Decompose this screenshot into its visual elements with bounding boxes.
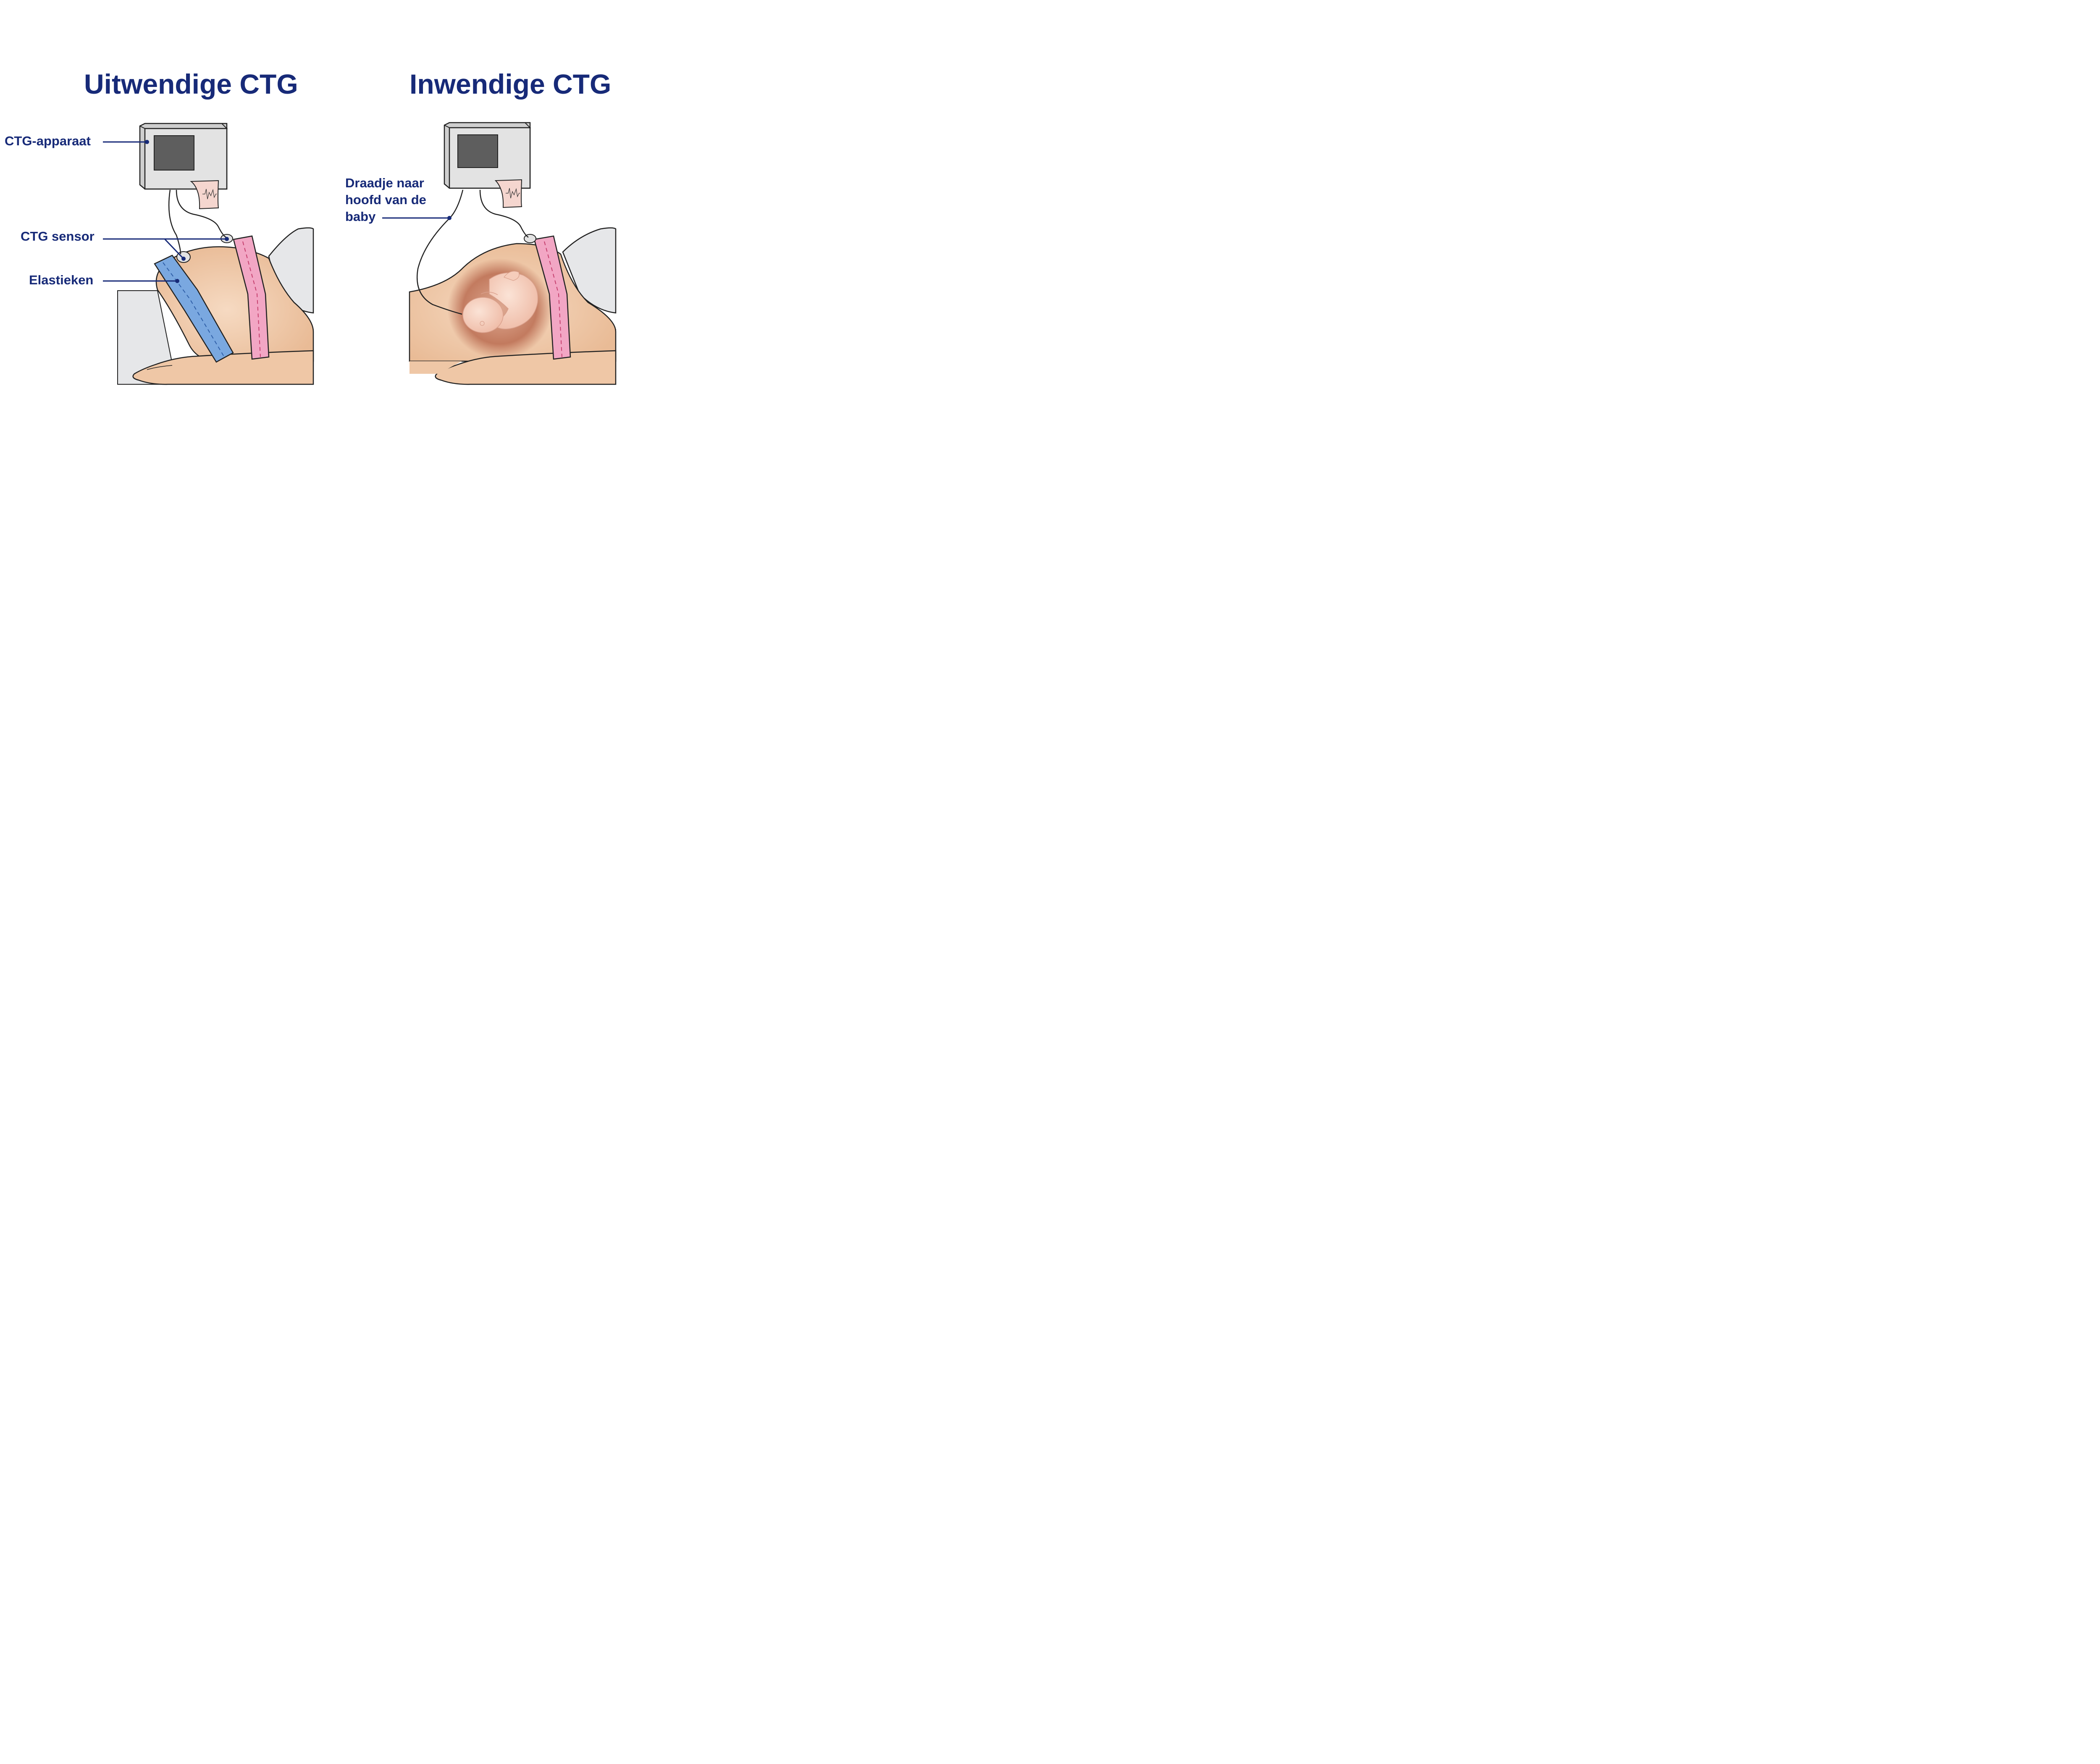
label-draadje-line-2: hoofd van de [345,192,426,207]
pink-belt-left [233,235,270,360]
pink-belt-right [533,235,571,360]
dot-ctg-apparaat [145,140,149,144]
label-draadje: Draadje naar hoofd van de baby [345,175,426,225]
external-ctg-scene [103,123,314,385]
title-internal-ctg: Inwendige CTG [410,68,612,100]
label-ctg-sensor: CTG sensor [21,229,94,244]
ctg-illustration [103,122,617,385]
fetus [462,271,538,333]
label-draadje-line-3: baby [345,209,376,224]
monitor-screen-left [154,135,194,171]
label-ctg-apparaat: CTG-apparaat [5,134,91,148]
belly-left [155,246,314,362]
title-external-ctg: Uitwendige CTG [84,68,298,100]
arm-left [132,350,314,385]
ctg-printout-right [494,179,522,208]
internal-ctg-scene [382,122,617,385]
fetal-scalp-wire [416,189,464,315]
monitor-screen-right [457,134,498,168]
pillow-right [562,227,617,314]
ctg-printout-left [190,180,219,210]
label-elastieken: Elastieken [29,273,94,287]
label-draadje-line-1: Draadje naar [345,176,424,190]
blue-belt-left [154,255,234,363]
